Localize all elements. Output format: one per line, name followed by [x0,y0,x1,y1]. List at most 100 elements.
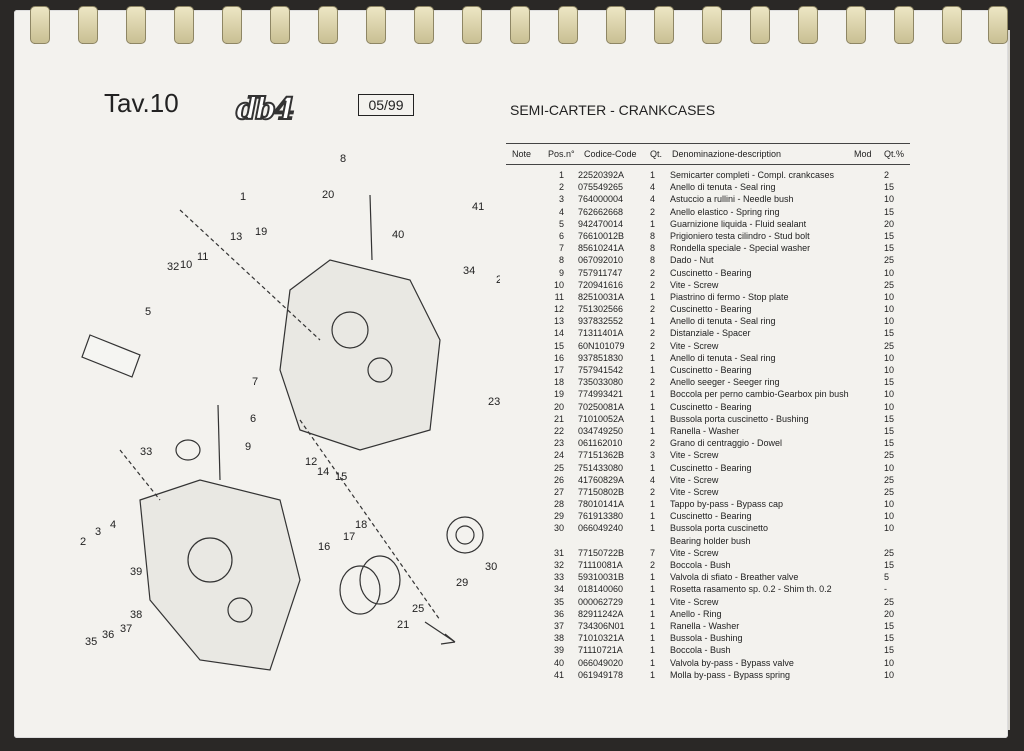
code-cell: 066049020 [578,657,624,668]
qt-percent-cell: 25 [884,255,895,266]
description-cell: Cuscinetto - Bearing [670,462,752,473]
qt-percent-cell: 25 [884,340,895,351]
part-callout: 39 [130,566,142,578]
qt-cell: 1 [650,170,656,180]
qt-percent-cell: 25 [884,486,895,497]
pos-cell: 5 [558,218,564,229]
stud-bolt-upper [369,194,373,261]
pos-cell: 12 [553,304,564,315]
pos-cell: 34 [553,584,564,595]
binding-ring [606,6,626,44]
pos-cell: 21 [553,413,564,424]
code-cell: 762662668 [578,206,624,217]
code-cell: 034749250 [578,425,624,436]
qt-percent-cell: 10 [884,352,895,363]
part-callout: 8 [340,153,346,165]
col-qt-percent: Qt.% [884,149,905,159]
part-callout: 32 [167,261,179,273]
code-cell: 066049240 [578,523,624,534]
bearing-lower [339,565,381,615]
code-cell: 85610241A [578,243,625,254]
part-callout: 17 [343,531,355,543]
upper-bore [331,311,369,349]
description-cell: Valvola di sfiato - Breather valve [670,572,799,583]
qt-cell: 1 [650,657,656,668]
qt-cell: 1 [650,413,656,424]
qt-percent-cell: 10 [884,267,895,278]
description-cell: Prigioniero testa cilindro - Stud bolt [670,230,810,241]
pos-cell: 39 [553,645,564,656]
qt-percent-cell: 10 [884,669,895,680]
qt-percent-cell: 10 [884,291,895,302]
exploded-crankcase-diagram: 1234567891011121314151617181920212325272… [80,153,500,671]
qt-percent-cell: 15 [884,560,895,570]
description-cell: Dado - Nut [670,255,714,266]
code-cell: 942470014 [578,218,624,229]
pos-cell: 32 [553,560,564,570]
qt-percent-cell: 10 [884,401,895,412]
qt-cell: 1 [650,218,656,229]
description-cell: Bussola porta cuscinetto [670,523,769,534]
binding-ring [750,6,770,44]
code-cell: 757941542 [578,365,624,375]
code-cell: 937851830 [578,352,624,363]
code-cell: 71311401A [578,328,624,339]
col-note: Note [512,149,532,159]
qt-cell: 1 [650,352,656,363]
part-callout: 9 [245,441,251,453]
qt-percent-cell: 15 [884,645,895,656]
binding-ring [366,6,386,44]
part-callout: 38 [130,609,142,621]
description-cell: Distanziale - Spacer [670,328,751,339]
pos-cell: 20 [553,401,564,412]
qt-cell: 2 [650,206,656,217]
qt-percent-cell: 15 [884,620,895,631]
binding-ring [988,6,1008,44]
code-cell: 764000004 [578,194,624,205]
description-cell: Boccola - Bush [670,645,731,656]
description-cell: Anello - Ring [670,608,722,619]
pos-cell: 36 [553,608,564,619]
description-cell: Cuscinetto - Bearing [670,304,752,315]
qt-percent-cell: 5 [884,572,890,583]
description-cell: Cuscinetto - Bearing [670,511,752,522]
binding-ring [942,6,962,44]
part-callout: 3 [95,526,101,538]
qt-cell: 2 [650,560,656,570]
qt-cell: 1 [650,389,656,400]
code-cell: 70250081A [578,401,625,412]
pos-cell: 37 [553,620,564,631]
part-callout: 7 [252,376,258,388]
part-callout: 30 [485,561,497,573]
description-cell: Bearing holder bush [670,535,751,546]
qt-cell: 1 [650,425,656,436]
pos-cell: 18 [553,377,564,388]
pos-cell: 26 [553,474,564,485]
qt-percent-cell: 15 [884,182,895,193]
sealant-tube [81,334,141,378]
description-cell: Bussola porta cuscinetto - Bushing [670,413,809,424]
description-cell: Vite - Screw [670,596,719,607]
pos-cell: 40 [553,657,564,668]
binding-ring [846,6,866,44]
part-callout: 33 [140,446,152,458]
page-title: Tav.10 [104,88,179,118]
description-cell: Rondella speciale - Special washer [670,243,811,254]
description-cell: Anello elastico - Spring ring [670,206,780,217]
description-cell: Bussola - Bushing [670,633,743,644]
pos-cell: 16 [553,352,564,363]
